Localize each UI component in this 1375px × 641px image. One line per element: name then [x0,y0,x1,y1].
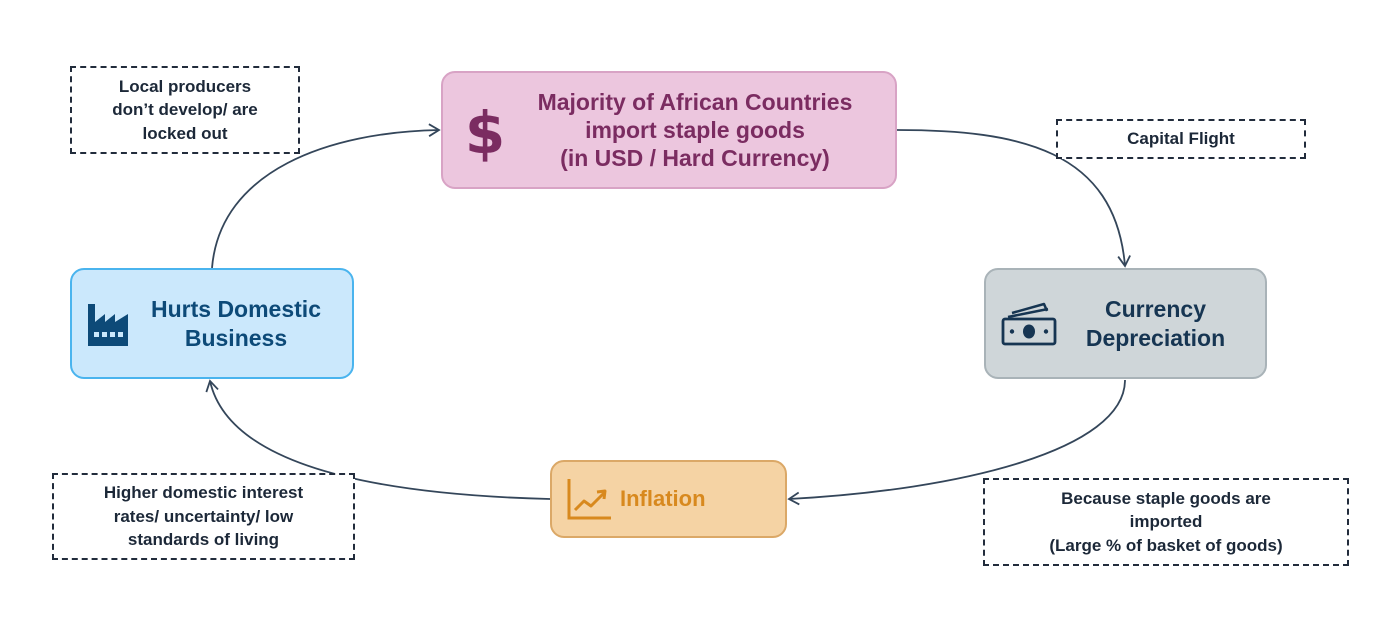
node-inflation: Inflation [550,460,787,538]
node-import-staple-goods: $ Majority of African Countries import s… [441,71,897,189]
factory-icon [82,300,134,348]
node-inflation-label: Inflation [620,485,706,511]
node-hurts-domestic-business: Hurts Domestic Business [70,268,354,379]
note-staple-goods-imported: Because staple goods are imported (Large… [983,478,1349,566]
note-capital-flight: Capital Flight [1056,119,1306,159]
node-currency-depreciation: Currency Depreciation [984,268,1267,379]
rising-chart-icon [564,476,614,522]
arrow-left-to-top [211,123,441,269]
note-higher-interest-rates: Higher domestic interest rates/ uncertai… [52,473,355,560]
arrow-top-to-right [896,129,1131,268]
arrow-bottom-to-left [205,379,551,500]
svg-text:$: $ [465,99,505,163]
note-local-producers: Local producers don’t develop/ are locke… [70,66,300,154]
node-hurts-domestic-business-label: Hurts Domestic Business [151,296,321,351]
node-import-staple-goods-label: Majority of African Countries import sta… [537,88,853,172]
node-currency-depreciation-label: Currency Depreciation [1085,296,1226,351]
banknote-icon [998,301,1060,347]
dollar-sign-icon: $ [457,97,513,163]
arrow-right-to-bottom [787,379,1126,506]
